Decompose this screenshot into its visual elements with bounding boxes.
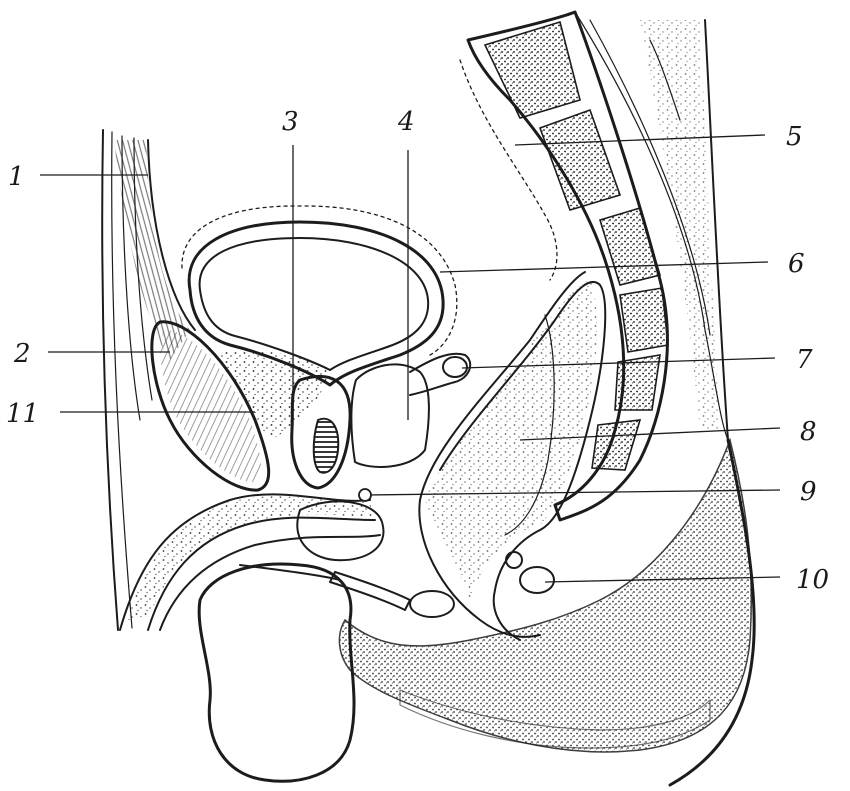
label-7: 7: [796, 345, 813, 375]
label-2: 2: [13, 339, 31, 369]
label-5: 5: [786, 122, 803, 152]
testis: [410, 591, 454, 617]
label-3: 3: [282, 107, 299, 137]
anal-sphincter: [506, 552, 554, 593]
penis: [120, 494, 380, 630]
label-8: 8: [800, 417, 817, 447]
label-11: 11: [6, 399, 39, 429]
label-4: 4: [397, 107, 415, 137]
label-10: 10: [796, 565, 829, 595]
leader-6: [440, 262, 768, 272]
urethral-opening-marker: [359, 489, 371, 501]
label-1: 1: [8, 162, 25, 192]
label-6: 6: [788, 249, 805, 279]
rectum: [419, 272, 605, 640]
label-9: 9: [800, 477, 817, 507]
